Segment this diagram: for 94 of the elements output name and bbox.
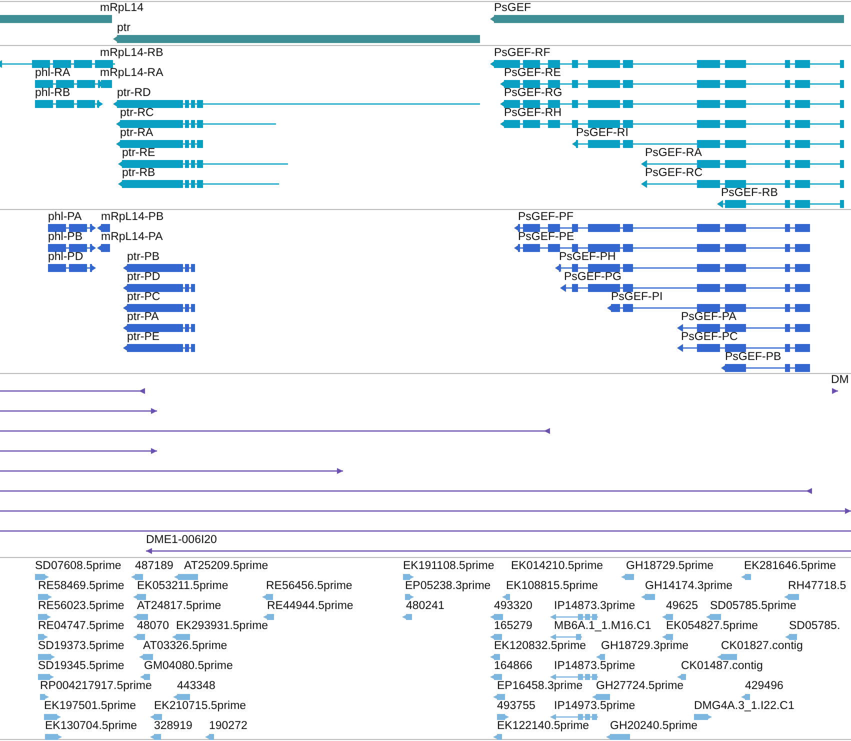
feature-label: 493320 [494, 600, 532, 613]
feature-label: ptr-RE [122, 147, 156, 160]
feature-label: 480241 [406, 600, 444, 613]
feature-label: EK054827.5prime [666, 620, 758, 633]
feature-label: GH14174.3prime [645, 580, 733, 593]
feature-label: PsGEF-PH [559, 251, 616, 264]
feature-label: EK108815.5prime [506, 580, 598, 593]
feature-label: EP05238.3prime [405, 580, 491, 593]
feature-label: EP16458.3prime [497, 680, 583, 693]
feature-label: phl-PD [48, 251, 84, 264]
feature-label: 487189 [135, 560, 174, 573]
feature-label: EK014210.5prime [511, 560, 604, 573]
feature-label: PsGEF-RH [504, 107, 562, 120]
feature-label: AT24817.5prime [137, 600, 222, 613]
feature-label: DME1-006I20 [146, 534, 217, 547]
feature-label: GH20240.5prime [610, 720, 698, 733]
feature-label: RP004217917.5prime [40, 680, 152, 693]
feature-label: EK120832.5prime [494, 640, 586, 653]
feature-label: PsGEF-PB [725, 351, 782, 364]
feature-label: PsGEF-PI [611, 291, 663, 304]
feature-label: ptr-PD [127, 271, 160, 284]
feature-label: AT25209.5prime [184, 560, 268, 573]
feature-label: GH18729.5prime [626, 560, 714, 573]
feature-label: 190272 [209, 720, 248, 733]
feature-label: EK130704.5prime [45, 720, 138, 733]
feature-label: SD07608.5prime [35, 560, 122, 573]
feature-label: ptr [117, 22, 130, 35]
feature-label: mRpL14 [100, 2, 144, 15]
feature-label: PsGEF-RB [721, 187, 778, 200]
feature-label: PsGEF-RF [494, 47, 550, 60]
feature-label: ptr-RB [122, 167, 156, 180]
feature-label: 429496 [745, 680, 784, 693]
feature-label: PsGEF-RE [504, 67, 561, 80]
feature-label: 48070 [137, 620, 169, 633]
feature-label: SD05785.5prime [710, 600, 796, 613]
feature-label: RE56023.5prime [38, 600, 124, 613]
feature-label: MB6A.1_1.M16.C1 [554, 620, 652, 633]
feature-label: SD19373.5prime [38, 640, 124, 653]
feature-label: RE58469.5prime [38, 580, 124, 593]
feature-label: ptr-RC [120, 107, 154, 120]
feature-label: RH47718.5 [788, 580, 846, 593]
feature-label: ptr-PE [127, 331, 160, 344]
feature-label: SD05785. [789, 620, 840, 633]
feature-label: GH27724.5prime [596, 680, 684, 693]
feature-label: PsGEF-PC [681, 331, 738, 344]
feature-label: 165279 [494, 620, 532, 633]
feature-label: AT03326.5prime [143, 640, 228, 653]
feature-label: 328919 [154, 720, 192, 733]
feature-label: PsGEF [494, 2, 532, 15]
feature-label: PsGEF-RG [504, 87, 562, 100]
feature-label: ptr-PB [127, 251, 160, 264]
feature-label: RE56456.5prime [266, 580, 352, 593]
feature-label: IP14873.5prime [554, 660, 636, 673]
feature-label: 164866 [494, 660, 532, 673]
feature-label: EK210715.5prime [154, 700, 246, 713]
feature-label: PsGEF-RI [576, 127, 628, 140]
feature-label: mRpL14-PA [101, 231, 163, 244]
feature-label: EK293931.5prime [176, 620, 268, 633]
feature-label: 49625 [666, 600, 698, 613]
feature-label: EK281646.5prime [744, 560, 836, 573]
feature-label: EK197501.5prime [44, 700, 136, 713]
feature-label: SD19345.5prime [38, 660, 124, 673]
feature-label: RE44944.5prime [267, 600, 354, 613]
feature-label: ptr-PC [127, 291, 160, 304]
feature-label: mRpL14-PB [101, 211, 164, 224]
feature-label: DMG4A.3_1.I22.C1 [694, 700, 794, 713]
feature-label: ptr-RD [117, 87, 151, 100]
feature-label: EK053211.5prime [137, 580, 228, 593]
feature-label: PsGEF-RA [645, 147, 702, 160]
feature-label: GH18729.3prime [601, 640, 689, 653]
feature-label: phl-RB [35, 87, 70, 100]
feature-label: 493755 [497, 700, 536, 713]
feature-label: PsGEF-PF [518, 211, 574, 224]
feature-label: phl-PA [48, 211, 82, 224]
feature-label: PsGEF-PA [681, 311, 736, 324]
feature-label: DM [831, 374, 849, 387]
feature-label: ptr-RA [120, 127, 154, 140]
feature-label: GM04080.5prime [144, 660, 233, 673]
feature-label: CK01487.contig [681, 660, 763, 673]
feature-label: PsGEF-PE [518, 231, 574, 244]
feature-label: PsGEF-RC [645, 167, 702, 180]
feature-label: phl-PB [48, 231, 83, 244]
feature-label: RE04747.5prime [38, 620, 124, 633]
feature-label: mRpL14-RB [100, 47, 164, 60]
feature-label: 443348 [177, 680, 216, 693]
feature-label: PsGEF-PG [564, 271, 622, 284]
feature-label: IP14873.3prime [554, 600, 636, 613]
feature-label: mRpL14-RA [100, 67, 164, 80]
feature-label: EK191108.5prime [403, 560, 494, 573]
feature-label: phl-RA [35, 67, 70, 80]
feature-label: CK01827.contig [721, 640, 803, 653]
feature-label: EK122140.5prime [497, 720, 590, 733]
feature-label: IP14973.5prime [554, 700, 636, 713]
feature-label: ptr-PA [127, 311, 159, 324]
